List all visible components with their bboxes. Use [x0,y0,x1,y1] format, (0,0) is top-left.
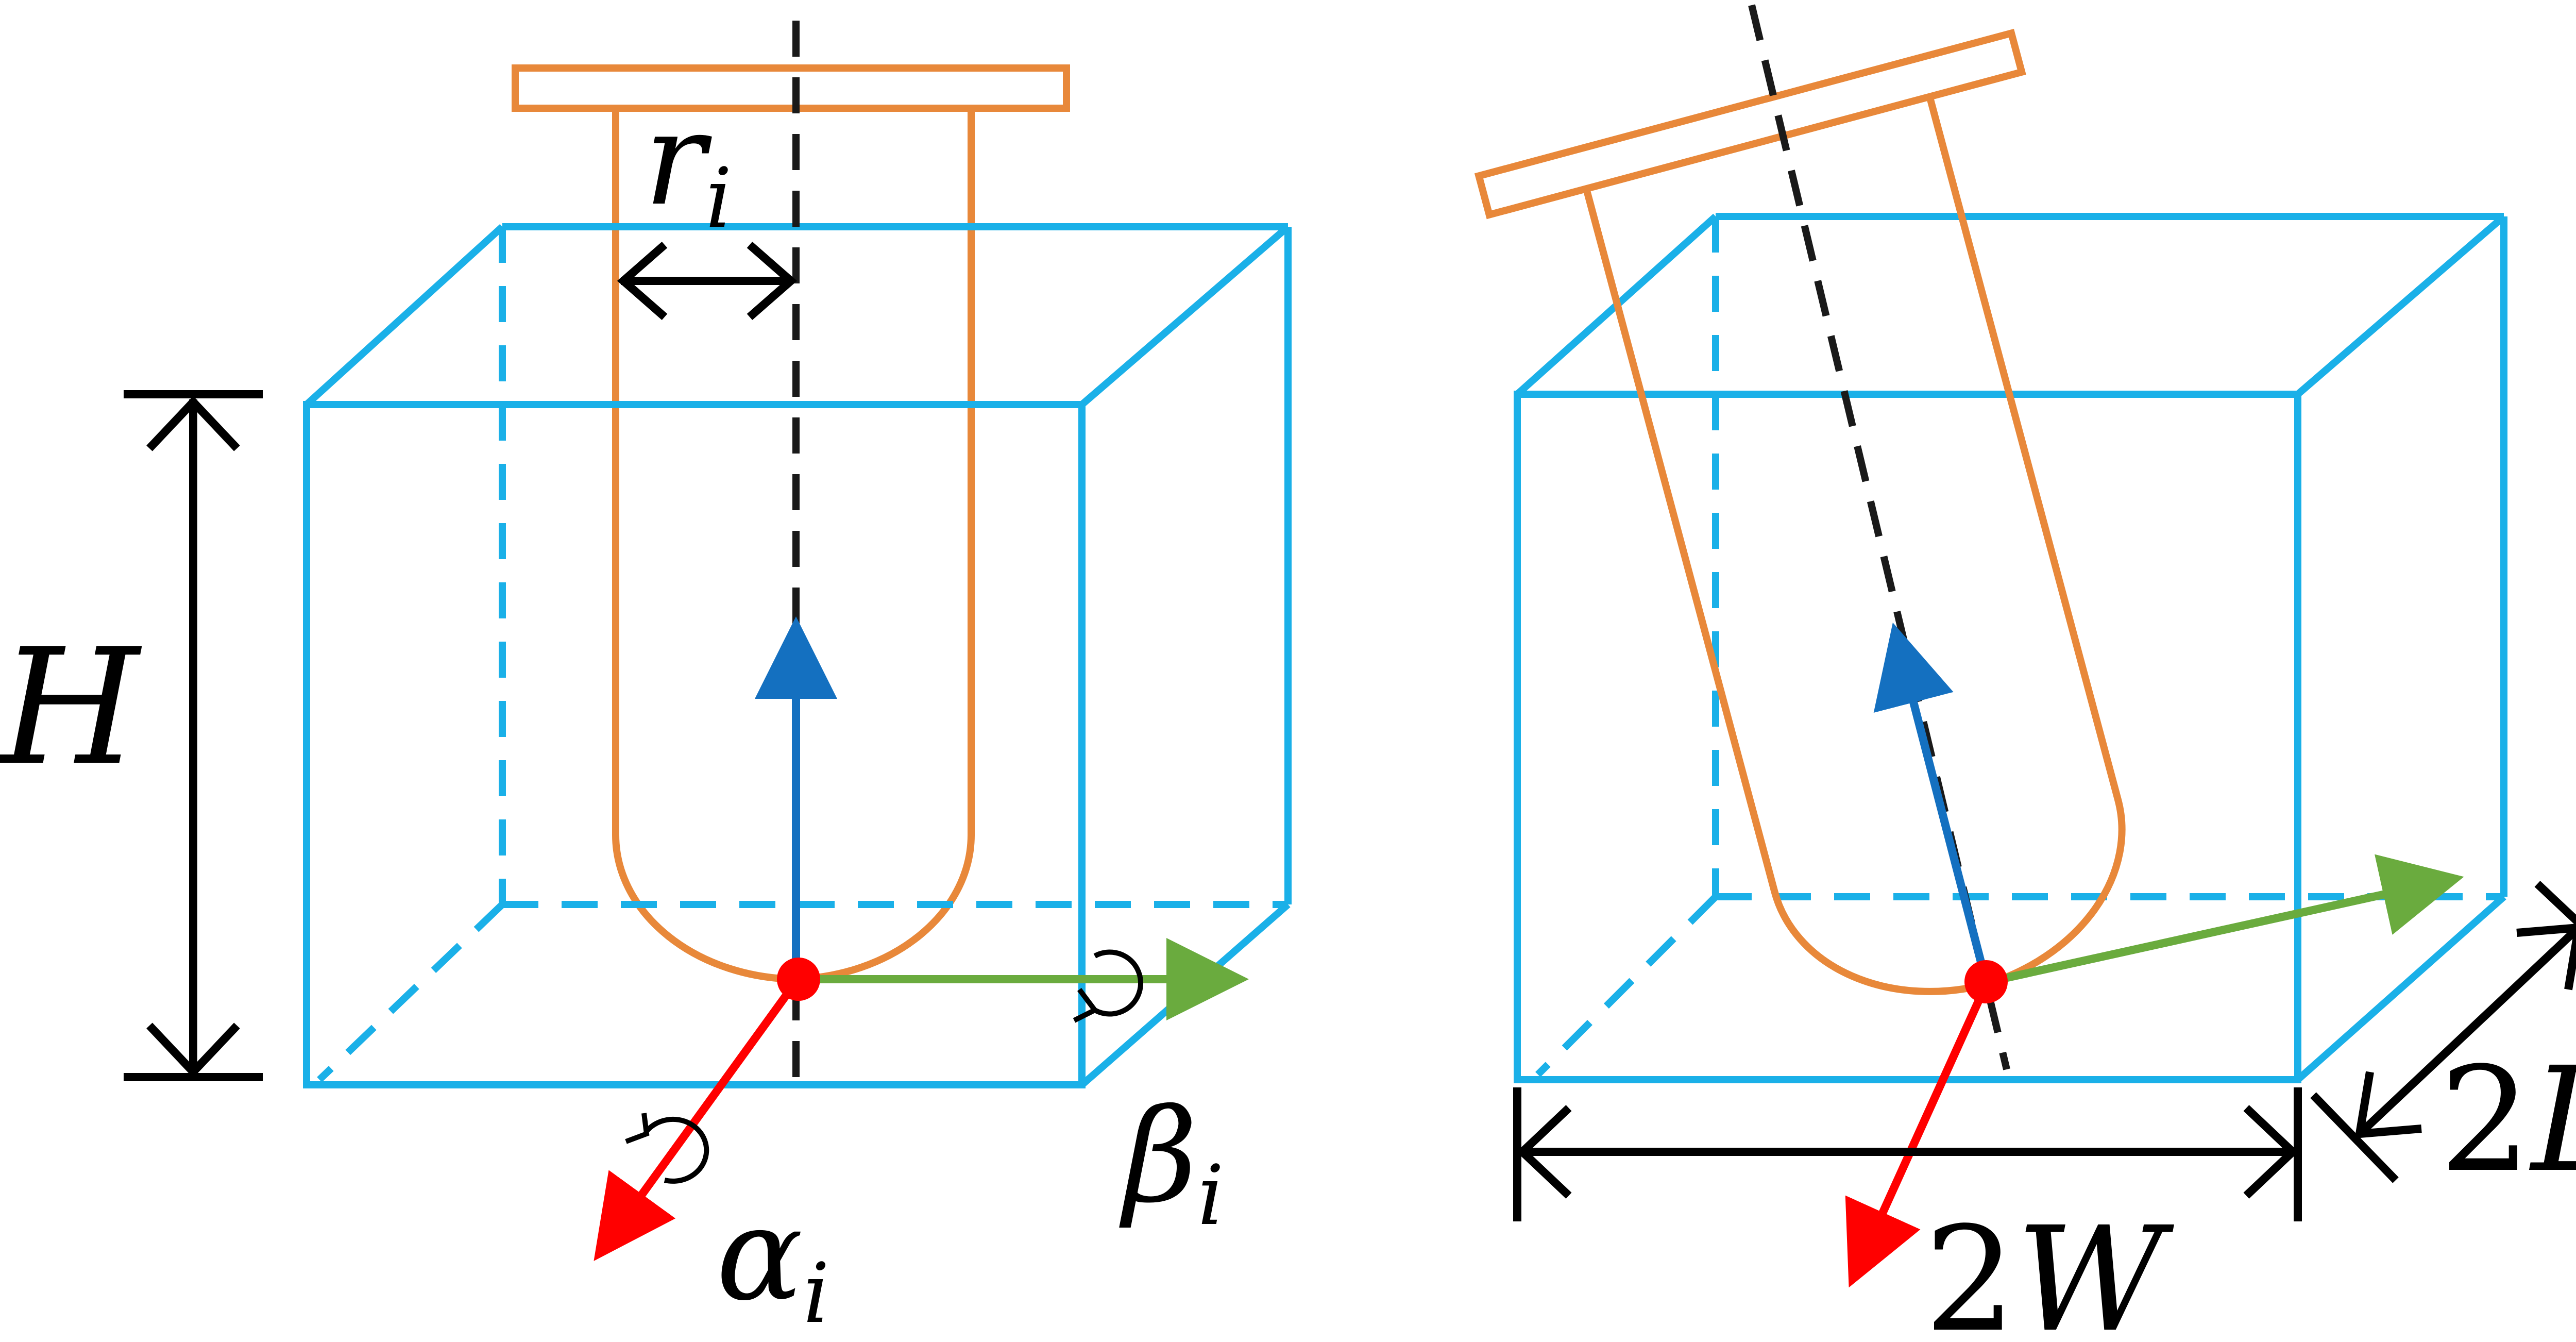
label-alpha: αi [716,1179,829,1341]
right-contact-point [1964,960,2008,1003]
left-probe [512,64,1070,983]
right-probe-flange [1474,28,2026,220]
right-box-front [1514,391,2301,1083]
right-axis-z [1873,623,1990,983]
label-length: 2L [2439,1036,2576,1204]
left-axis-x [594,979,800,1261]
left-box-hidden-edges [317,227,1288,1083]
right-probe [1474,28,2126,995]
radius-dimension [617,241,798,321]
right-axis-y [1988,854,2464,986]
right-probe-body [1583,95,2126,995]
length-dimension [2310,881,2576,1183]
left-probe-flange [512,64,1070,112]
alpha-rotation-icon [625,1113,709,1184]
label-beta: βi [1119,1081,1224,1244]
left-box-front [303,401,1086,1088]
right-axis-x [1845,982,1990,1288]
left-figure: ri H αi βi [0,21,1292,1341]
width-dimension [1513,1087,2302,1221]
beta-rotation-icon [1073,949,1143,1023]
right-figure: 2W 2L [1474,4,2576,1342]
right-box [1514,213,2507,1083]
label-width: 2W [1924,1196,2176,1342]
left-contact-point [777,958,820,1001]
height-dimension [124,390,263,1081]
label-height: H [0,615,142,801]
label-radius: ri [644,84,732,246]
